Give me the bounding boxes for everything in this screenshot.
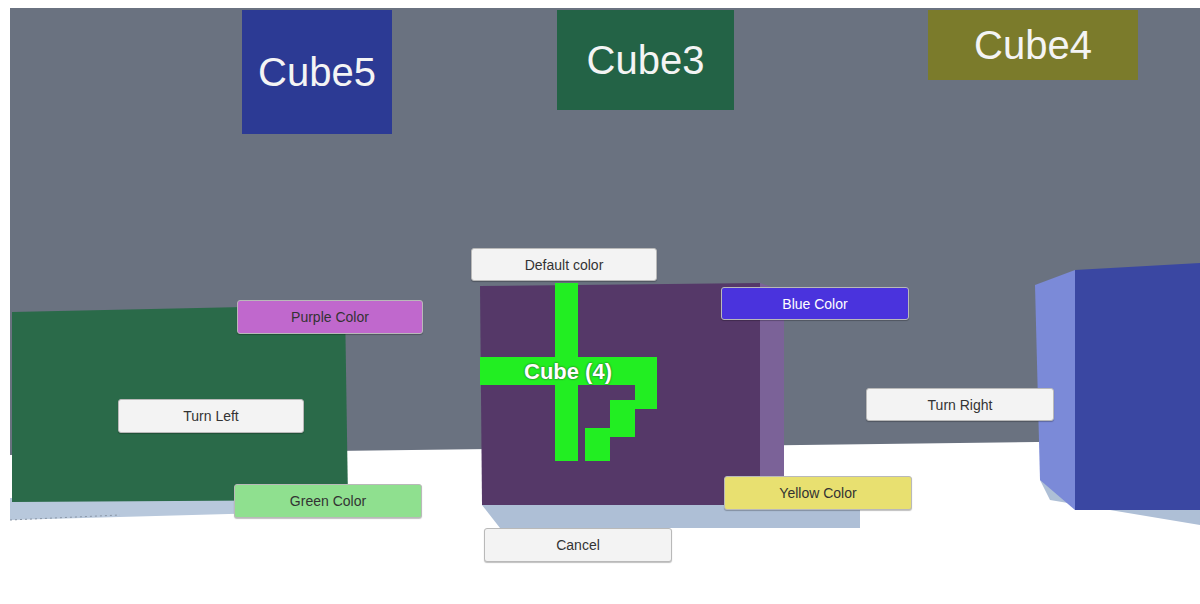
button-label: Turn Right bbox=[928, 397, 993, 413]
left-cube bbox=[12, 305, 348, 502]
selected-cube: Cube (4) bbox=[480, 285, 760, 505]
menu-button: Turn Right bbox=[866, 388, 1054, 421]
button-label: Purple Color bbox=[291, 309, 369, 325]
menu-button: Purple Color bbox=[237, 300, 423, 334]
floor-line bbox=[10, 515, 120, 520]
menu-button: Yellow Color bbox=[724, 476, 912, 510]
right-cube-front bbox=[1075, 263, 1200, 510]
menu-button: Green Color bbox=[234, 484, 422, 518]
cube-face: Cube3 bbox=[557, 10, 734, 110]
cube-label: Cube5 bbox=[258, 50, 376, 95]
button-label: Turn Left bbox=[183, 408, 239, 424]
cube-label: Cube (4) bbox=[524, 359, 612, 385]
button-label: Yellow Color bbox=[779, 485, 856, 501]
button-label: Cancel bbox=[556, 537, 600, 553]
menu-button: Cancel bbox=[484, 528, 672, 562]
cube-label: Cube4 bbox=[974, 23, 1092, 68]
button-label: Green Color bbox=[290, 493, 366, 509]
cube-face: Cube4 bbox=[928, 10, 1138, 80]
button-label: Blue Color bbox=[782, 296, 847, 312]
purple-cube-front bbox=[480, 283, 760, 505]
cube-label: Cube3 bbox=[587, 38, 705, 83]
menu-button: Default color bbox=[471, 248, 657, 281]
button-label: Default color bbox=[525, 257, 604, 273]
menu-button: Blue Color bbox=[721, 287, 909, 320]
cube-face: Cube5 bbox=[242, 10, 392, 134]
menu-button: Turn Left bbox=[118, 399, 304, 433]
green-mark bbox=[480, 283, 657, 461]
